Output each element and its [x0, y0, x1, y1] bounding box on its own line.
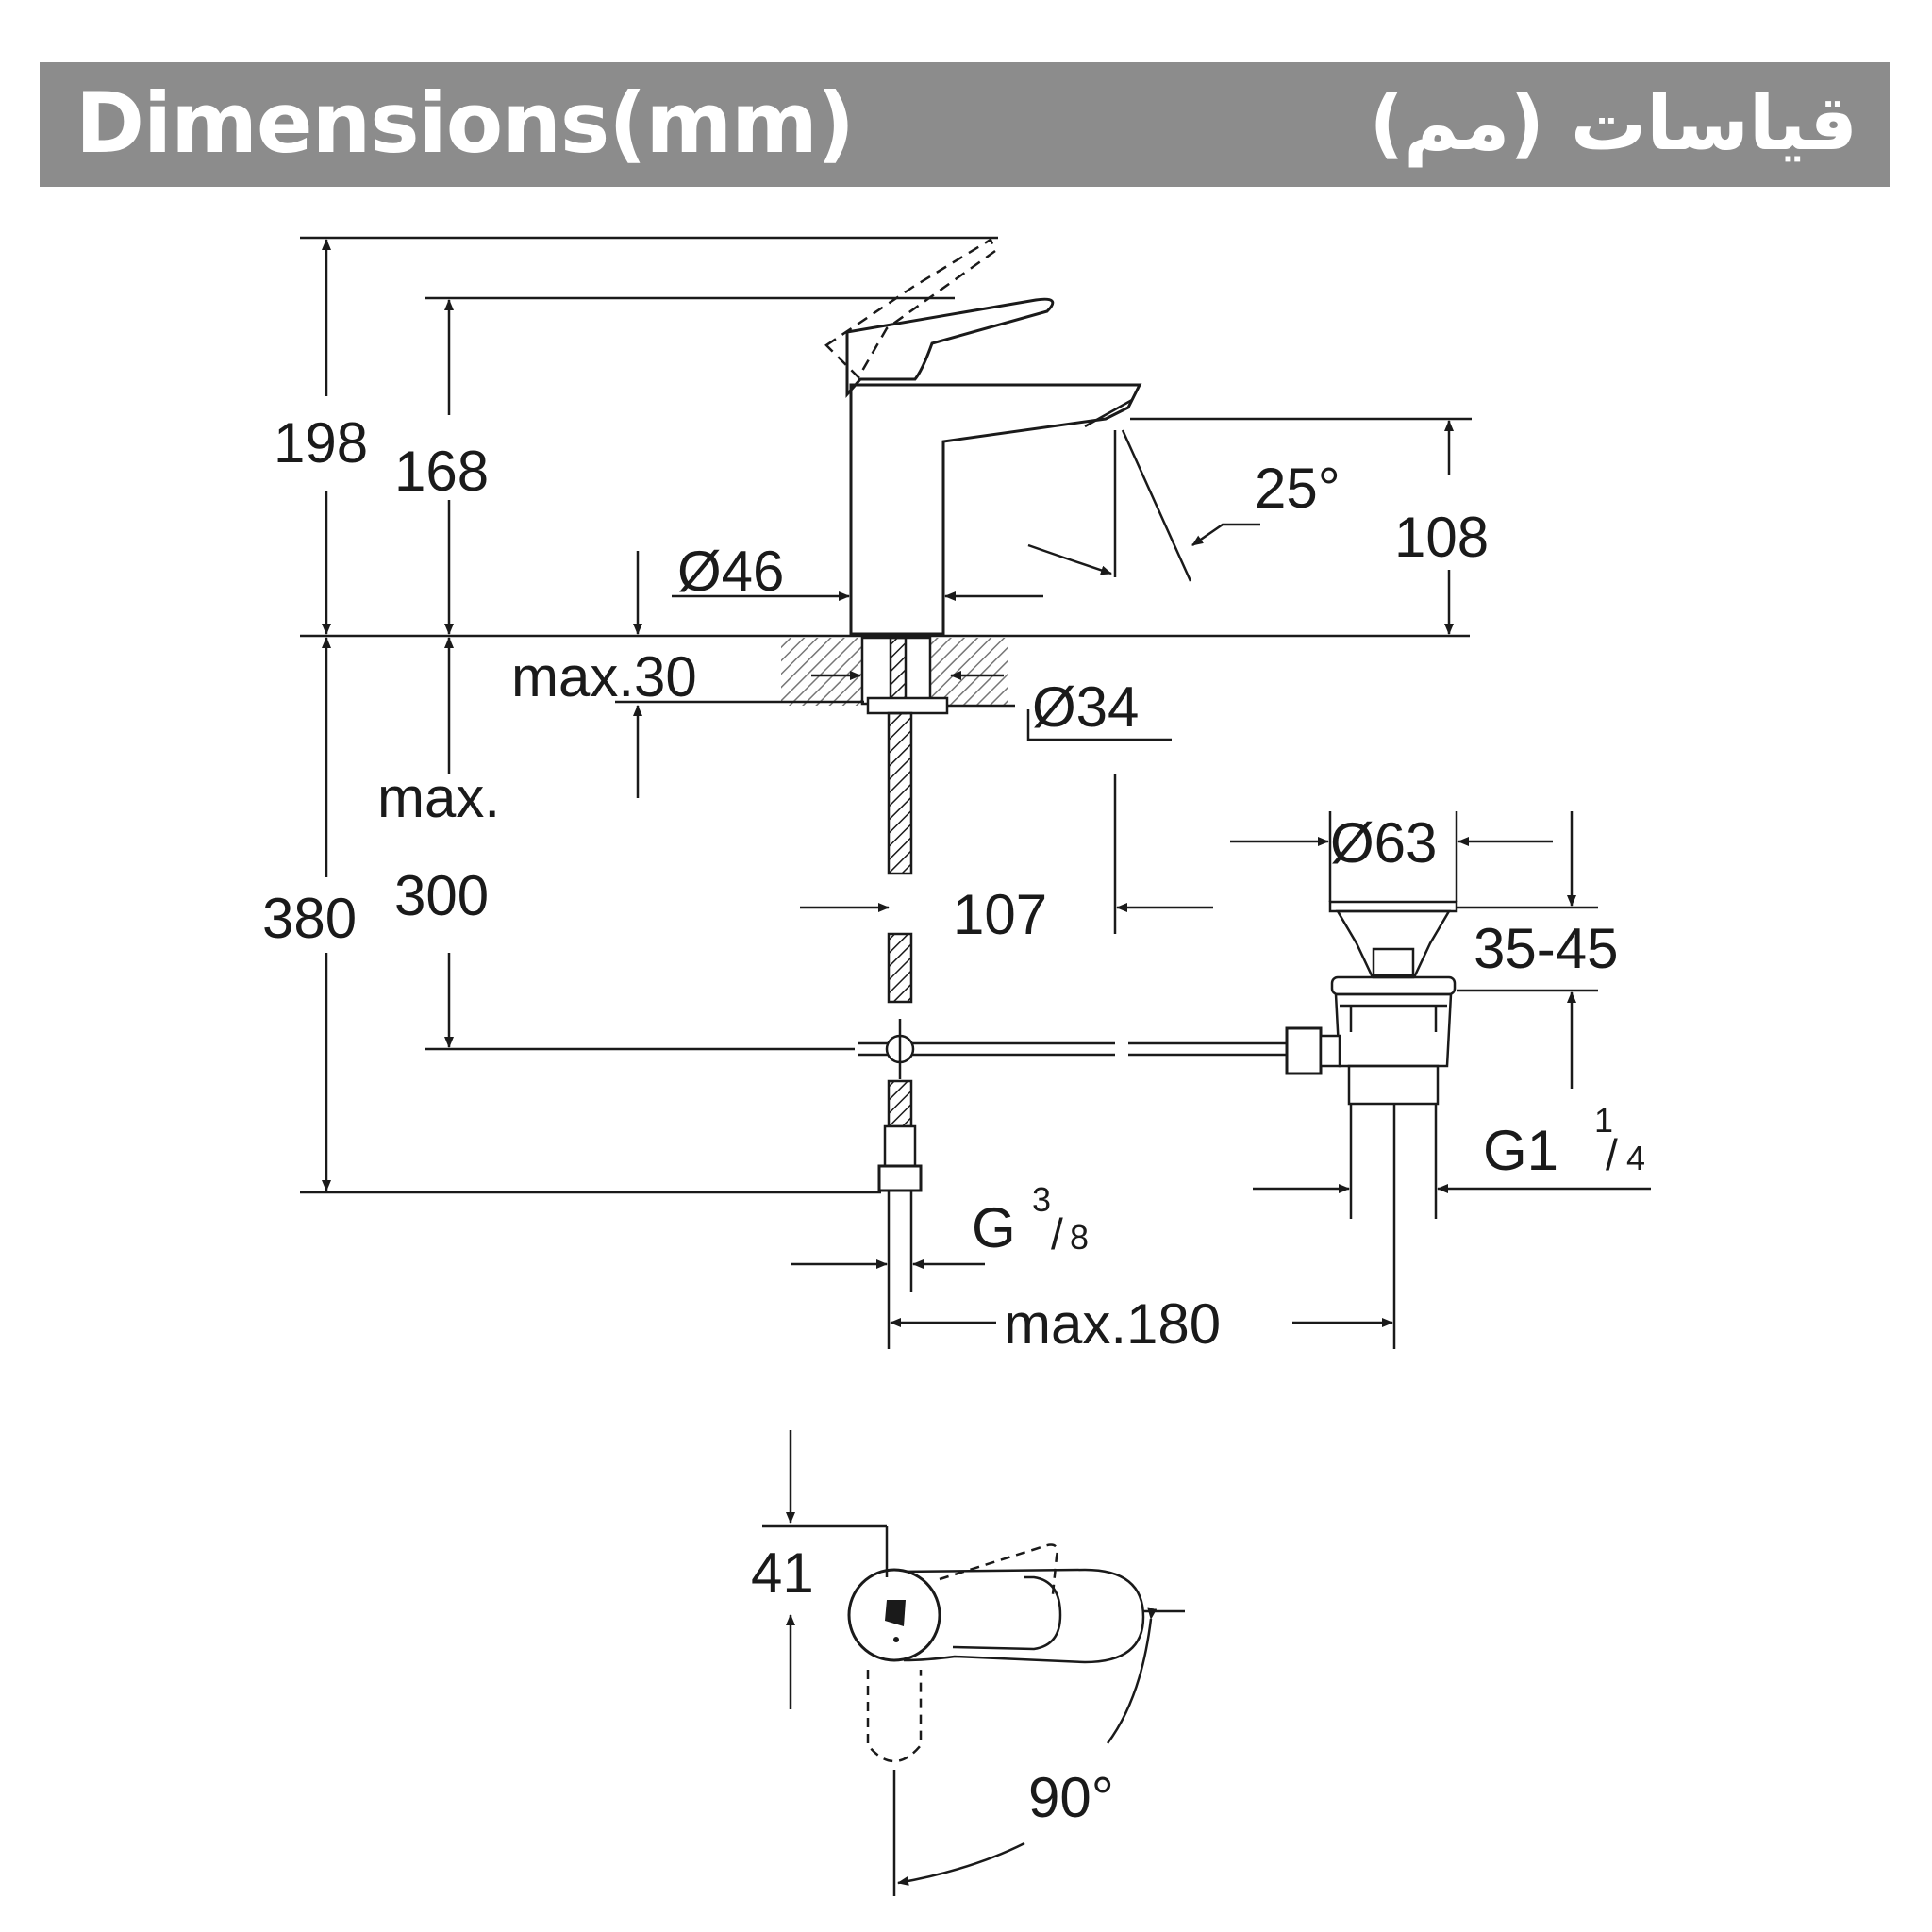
fraction-slash: / [1606, 1130, 1618, 1179]
label-body-diameter: Ø46 [677, 540, 784, 603]
label-waste-diameter: Ø63 [1330, 811, 1437, 874]
label-total-height: 198 [274, 411, 368, 475]
title-english: Dimensions(mm) [75, 75, 855, 172]
waste-assembly [1285, 900, 1458, 1209]
label-max-waste-offset: max.180 [1004, 1292, 1221, 1356]
label-under-deck: 380 [262, 887, 357, 950]
label-spout-angle: 25° [1255, 457, 1341, 520]
label-300: 300 [394, 864, 489, 927]
extension-lines [300, 236, 1598, 1349]
label-outlet-height: 108 [1394, 506, 1489, 569]
label-waste-range: 35-45 [1474, 917, 1618, 980]
label-max: max. [377, 766, 500, 829]
fraction-slash: / [1051, 1209, 1063, 1258]
label-spout-reach: 107 [953, 883, 1047, 946]
dimension-arrows [322, 239, 1651, 1327]
label-spout-height: 168 [394, 440, 489, 503]
label-supply-thread-num: 3 [1032, 1180, 1051, 1219]
label-supply-thread: G [972, 1196, 1016, 1259]
label-max-deck: max.30 [511, 645, 697, 708]
label-waste-thread-den: 4 [1626, 1139, 1645, 1177]
faucet-side-view [300, 238, 1470, 1292]
faucet-top-view [762, 1430, 1185, 1896]
title-arabic: قياسات (مم) [1369, 79, 1857, 167]
label-waste-thread: G1 [1483, 1119, 1558, 1182]
label-lever-offset: 41 [751, 1541, 814, 1605]
dimension-labels: 198 168 108 25° Ø46 max.30 Ø34 max. 300 … [262, 411, 1645, 1829]
label-waste-thread-num: 1 [1594, 1101, 1613, 1140]
label-supply-thread-den: 8 [1070, 1218, 1089, 1257]
label-rotation-angle: 90° [1028, 1766, 1114, 1829]
header-bar: Dimensions(mm) قياسات (مم) [40, 62, 1890, 187]
label-shank-diameter: Ø34 [1032, 675, 1139, 739]
